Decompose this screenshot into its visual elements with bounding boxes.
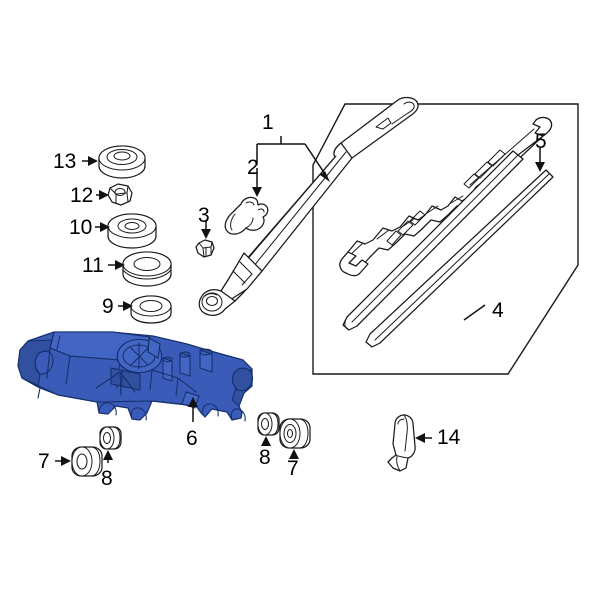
- pivot-lock-nut: [107, 183, 133, 206]
- callout-label-8-left: 8: [101, 467, 113, 490]
- callout-label-4: 4: [492, 299, 504, 322]
- wiper-blade-refill: [365, 169, 554, 348]
- wiper-blade-group-box: [312, 103, 579, 375]
- spacer-sleeve-right: [257, 412, 280, 436]
- grommet-bushing-right: [279, 418, 311, 449]
- callout-label-5: 5: [535, 130, 547, 153]
- callout-label-7-left: 7: [38, 450, 50, 473]
- callout-label-12: 12: [70, 184, 94, 207]
- callout-label-11: 11: [82, 254, 104, 277]
- wiper-arm-nut: [195, 239, 215, 258]
- wiper-arm-cap: [224, 196, 269, 235]
- wiper-motor-bracket[interactable]: [17, 331, 253, 422]
- grommet-bushing-left: [71, 446, 103, 477]
- washer-seal-10: [107, 213, 157, 249]
- washer-nozzle: [387, 414, 416, 472]
- pivot-cap-cover: [98, 145, 146, 179]
- callout-label-3: 3: [198, 204, 210, 227]
- spacer-sleeve-left: [99, 426, 122, 450]
- washer-seal-9: [130, 295, 172, 324]
- wiper-arm-assembly: [198, 96, 419, 316]
- callout-label-7-right: 7: [287, 457, 299, 480]
- callout-label-10: 10: [69, 216, 93, 239]
- callout-label-13: 13: [53, 150, 77, 173]
- callout-label-2: 2: [247, 156, 259, 179]
- callout-label-14: 14: [437, 426, 461, 449]
- washer-seal-11: [122, 251, 172, 287]
- callout-label-8-right: 8: [259, 446, 271, 469]
- callout-label-1: 1: [262, 111, 274, 134]
- callout-leaders: [55, 136, 545, 466]
- callout-label-9: 9: [102, 295, 114, 318]
- wiper-blade-assembly: [339, 116, 553, 331]
- callout-label-6: 6: [186, 427, 198, 450]
